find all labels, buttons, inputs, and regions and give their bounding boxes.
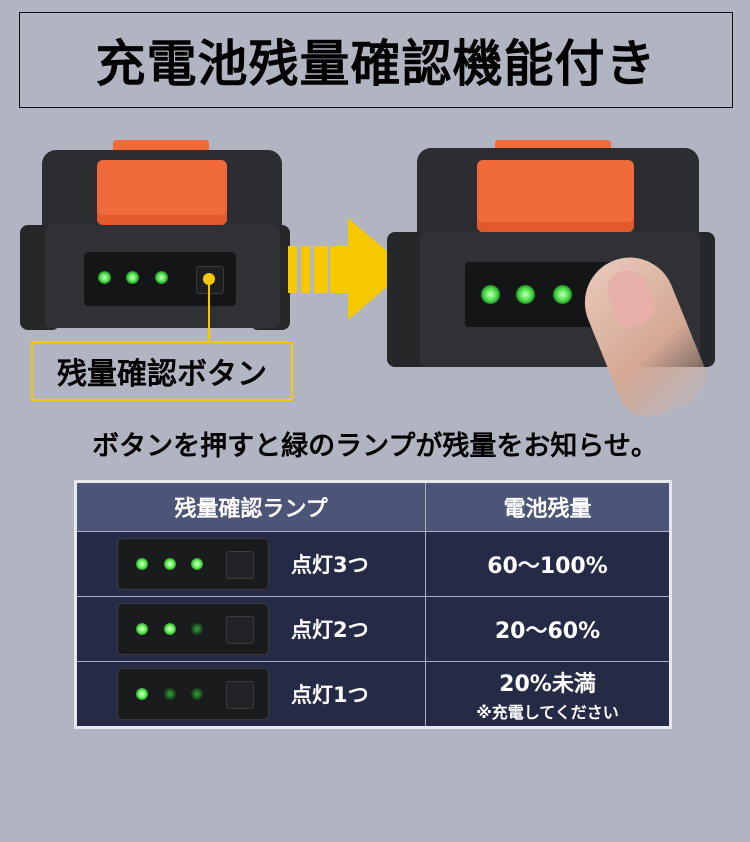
battery-latch	[477, 160, 634, 232]
title-banner: 充電池残量確認機能付き	[19, 12, 733, 108]
lamp-cell: 点灯2つ	[75, 596, 426, 662]
callout-label: 残量確認ボタン	[57, 357, 267, 392]
led-indicator	[155, 271, 168, 284]
lamp-label: 点灯1つ	[291, 683, 369, 707]
battery-level-table: 残量確認ランプ 電池残量 点灯3つ 60〜100% 点灯2つ 20〜60%	[74, 480, 672, 729]
button-icon	[226, 551, 254, 579]
battery-latch	[97, 160, 227, 225]
column-header-lamp: 残量確認ランプ	[75, 481, 426, 532]
callout-box: 残量確認ボタン	[31, 341, 293, 401]
column-header-level: 電池残量	[425, 481, 671, 532]
led-indicator	[126, 271, 139, 284]
led-off-icon	[191, 688, 203, 700]
led-on-icon	[164, 623, 176, 635]
button-icon	[226, 681, 254, 709]
led-panel-icon	[117, 538, 269, 590]
led-on-icon	[164, 558, 176, 570]
led-indicator	[516, 285, 535, 304]
led-on-icon	[136, 623, 148, 635]
level-cell: 20%未満 ※充電してください	[425, 661, 671, 728]
level-cell: 20〜60%	[425, 596, 671, 662]
subtitle: ボタンを押すと緑のランプが残量をお知らせ。	[92, 431, 658, 462]
led-panel-icon	[117, 668, 269, 720]
led-off-icon	[164, 688, 176, 700]
led-on-icon	[136, 558, 148, 570]
level-value: 20%未満	[499, 671, 596, 697]
led-on-icon	[136, 688, 148, 700]
charge-note: ※充電してください	[476, 702, 619, 722]
lamp-cell: 点灯3つ	[75, 531, 426, 597]
led-on-icon	[191, 558, 203, 570]
table-row: 点灯2つ 20〜60%	[75, 596, 671, 662]
table-header-row: 残量確認ランプ 電池残量	[75, 481, 671, 532]
page-title: 充電池残量確認機能付き	[95, 35, 657, 93]
led-panel-icon	[117, 603, 269, 655]
led-off-icon	[191, 623, 203, 635]
level-value: 60〜100%	[487, 554, 608, 579]
pointer-dot-icon	[203, 273, 215, 285]
table-row: 点灯1つ 20%未満 ※充電してください	[75, 661, 671, 728]
button-icon	[226, 616, 254, 644]
pointer-line	[208, 283, 210, 341]
lamp-label: 点灯3つ	[291, 553, 369, 577]
lamp-cell: 点灯1つ	[75, 661, 426, 728]
led-indicator	[481, 285, 500, 304]
led-indicator	[553, 285, 572, 304]
level-value: 20〜60%	[494, 619, 601, 644]
table-row: 点灯3つ 60〜100%	[75, 531, 671, 597]
lamp-label: 点灯2つ	[291, 618, 369, 642]
led-indicator	[98, 271, 111, 284]
level-cell: 60〜100%	[425, 531, 671, 597]
